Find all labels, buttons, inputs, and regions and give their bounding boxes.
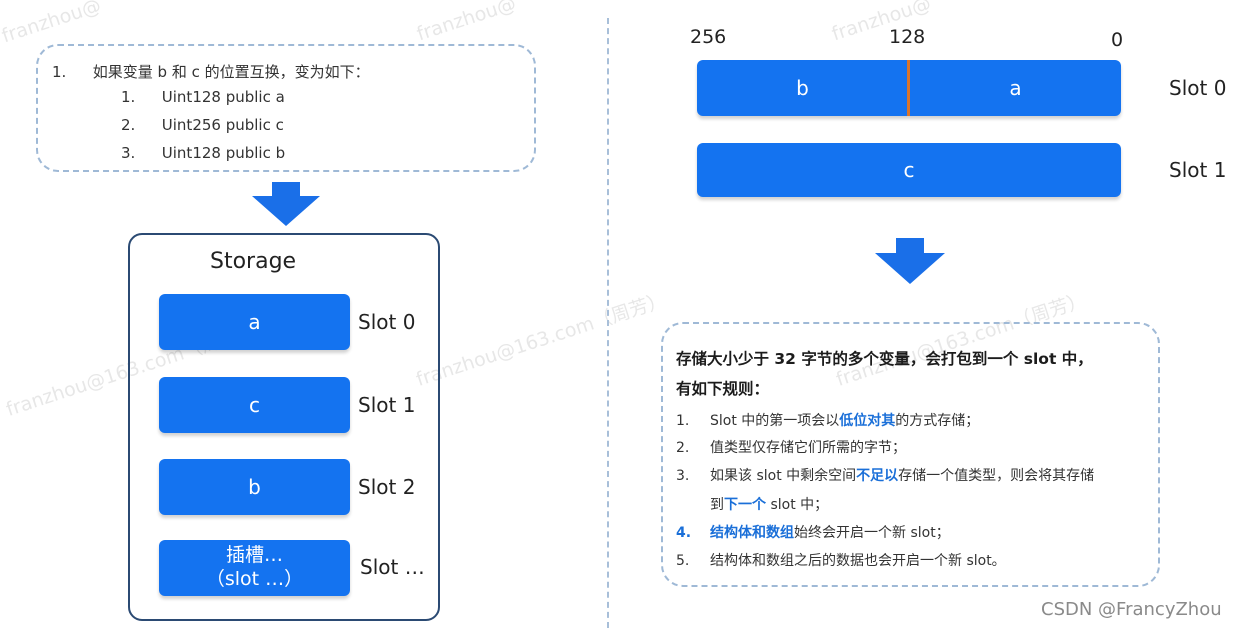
note-item-text: Uint128 public a xyxy=(161,88,285,106)
rule-highlight: 结构体和数组 xyxy=(710,525,794,541)
note-item: 2. Uint256 public c xyxy=(121,116,284,134)
rule-number: 2. xyxy=(676,440,690,456)
rule-item: 到下一个 slot 中； xyxy=(676,494,828,514)
rules-title: 存储大小少于 32 字节的多个变量，会打包到一个 slot 中， xyxy=(676,350,1093,368)
storage-slot-line: （slot …） xyxy=(205,568,304,590)
rule-text: 存储一个值类型，则会将其存储 xyxy=(898,468,1095,484)
note-intro: 1. 如果变量 b 和 c 的位置互换，变为如下： xyxy=(52,61,370,82)
storage-slot-block: a xyxy=(159,294,350,350)
note-item: 1. Uint128 public a xyxy=(121,88,285,106)
storage-slot-label: Slot 2 xyxy=(358,475,416,499)
down-arrow-icon xyxy=(875,238,945,284)
rule-text: Slot 中的第一项会以 xyxy=(710,413,840,429)
panel-divider xyxy=(607,18,609,628)
packed-slot-block: b a xyxy=(697,60,1121,116)
note-item-number: 3. xyxy=(121,144,136,162)
storage-slot-line: 插槽… xyxy=(225,544,283,567)
packing-rules-box xyxy=(661,322,1160,587)
half-divider xyxy=(907,60,910,116)
rule-item: 1. Slot 中的第一项会以低位对其的方式存储； xyxy=(676,410,979,430)
storage-slot-block: 插槽… （slot …） xyxy=(159,540,350,596)
bit-scale-low: 0 xyxy=(1111,29,1124,51)
rule-item: 4. 结构体和数组始终会开启一个新 slot； xyxy=(676,522,950,542)
rule-number: 4. xyxy=(676,525,692,541)
rules-title: 有如下规则： xyxy=(676,380,770,398)
storage-slot-block: c xyxy=(159,377,350,433)
rule-text: 结构体和数组之后的数据也会开启一个新 slot。 xyxy=(710,553,1006,569)
rule-text: 始终会开启一个新 slot； xyxy=(794,525,950,541)
rule-item: 5. 结构体和数组之后的数据也会开启一个新 slot。 xyxy=(676,550,1006,570)
packed-slot-label: Slot 1 xyxy=(1169,158,1227,182)
packed-slot-block: c xyxy=(697,143,1121,197)
packed-slot-label: Slot 0 xyxy=(1169,76,1227,100)
storage-slot-label: Slot 0 xyxy=(358,310,416,334)
packed-slot-high-half: b xyxy=(796,75,809,100)
note-item-text: Uint256 public c xyxy=(161,116,284,134)
bit-scale-high: 256 xyxy=(690,26,727,48)
rule-highlight: 不足以 xyxy=(856,468,899,484)
storage-panel xyxy=(128,233,440,621)
note-item: 3. Uint128 public b xyxy=(121,144,285,162)
storage-slot-block: b xyxy=(159,459,350,515)
down-arrow-icon xyxy=(252,182,320,226)
rule-text: slot 中； xyxy=(766,497,829,513)
note-item-text: Uint128 public b xyxy=(161,144,286,162)
bit-scale-mid: 128 xyxy=(889,26,926,48)
rule-number: 1. xyxy=(676,413,690,429)
rule-number: 3. xyxy=(676,468,690,484)
rule-text: 如果该 slot 中剩余空间 xyxy=(710,468,857,484)
rule-text: 到 xyxy=(710,497,724,513)
storage-slot-label: Slot … xyxy=(360,555,425,579)
packed-slot-low-half: a xyxy=(1009,75,1022,100)
rule-number: 5. xyxy=(676,553,690,569)
storage-slot-label: Slot 1 xyxy=(358,393,416,417)
variable-order-note xyxy=(36,44,536,172)
note-intro-number: 1. xyxy=(52,63,67,81)
rule-item: 3. 如果该 slot 中剩余空间不足以存储一个值类型，则会将其存储 xyxy=(676,465,1094,485)
rule-highlight: 下一个 xyxy=(724,497,766,513)
rule-highlight: 低位对其 xyxy=(839,413,896,429)
rule-text: 值类型仅存储它们所需的字节； xyxy=(710,440,906,456)
watermark: franzhou@ xyxy=(414,0,519,46)
watermark: franzhou@163.com（周芳） xyxy=(413,289,670,391)
storage-title: Storage xyxy=(210,249,297,274)
watermark: franzhou@ xyxy=(0,0,104,48)
rule-item: 2. 值类型仅存储它们所需的字节； xyxy=(676,437,906,457)
note-item-number: 2. xyxy=(121,116,136,134)
note-intro-text: 如果变量 b 和 c 的位置互换，变为如下： xyxy=(92,63,370,81)
author-credit: CSDN @FrancyZhou xyxy=(1041,599,1222,620)
note-item-number: 1. xyxy=(121,88,136,106)
rule-text: 的方式存储； xyxy=(895,413,980,429)
